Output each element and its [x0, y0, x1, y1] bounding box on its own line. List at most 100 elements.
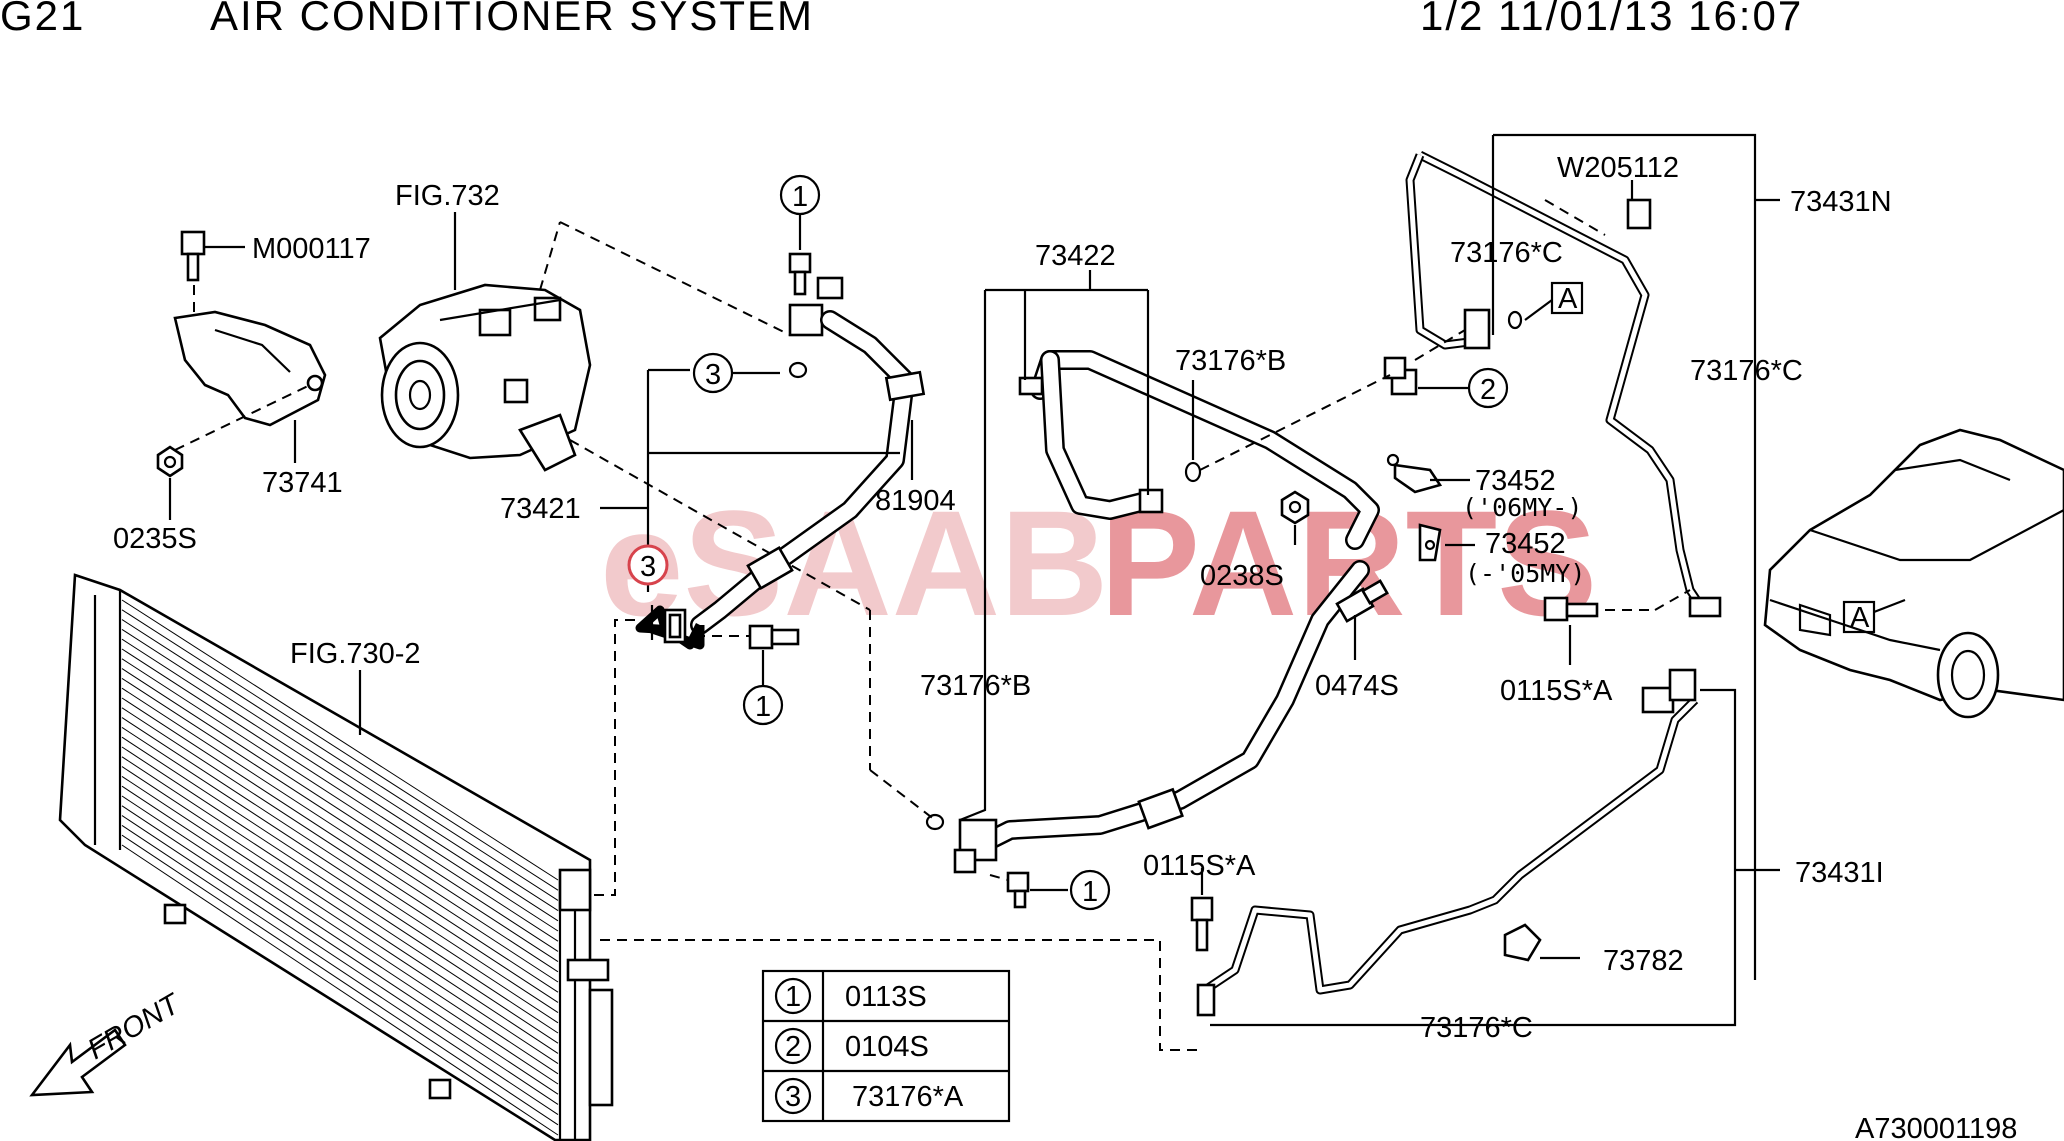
label-73741: 73741	[262, 467, 343, 499]
ref-id: A730001198	[1855, 1113, 2017, 1141]
o-ring-73176b-low	[925, 813, 945, 831]
callout-1-bottom-text: 1	[1082, 876, 1098, 908]
condenser-fig730-2	[58, 573, 614, 1141]
label-0115sa-mid: 0115S*A	[1143, 850, 1256, 882]
condenser-fin	[121, 707, 559, 993]
condenser-fin	[121, 677, 559, 963]
hose-lower	[953, 560, 1370, 874]
o-ring-73176a	[788, 361, 808, 379]
pipe-73421	[635, 605, 705, 650]
label-fig730-2: FIG.730-2	[290, 638, 421, 670]
clip-w205112	[1626, 198, 1652, 230]
label-73421: 73421	[500, 493, 581, 525]
bracket-73741	[173, 310, 327, 427]
header-code: G21	[0, 0, 85, 39]
callout-3-red-text: 3	[640, 551, 656, 583]
bracket-73452-a	[1386, 453, 1443, 494]
label-fig732: FIG.732	[395, 180, 500, 212]
callout-2-text: 2	[1480, 374, 1496, 406]
condenser-fin	[121, 619, 559, 901]
header-title: AIR CONDITIONER SYSTEM	[210, 0, 814, 39]
condenser-fin	[121, 815, 559, 1105]
bolt-0115sa-mid	[1190, 896, 1214, 952]
label-73452-b: 73452	[1485, 528, 1566, 560]
callout-1-bottom	[1069, 869, 1111, 911]
label-73176c-right: 73176*C	[1690, 355, 1803, 387]
front-arrow: FRONT	[29, 987, 187, 1097]
label-73176b-top: 73176*B	[1175, 345, 1286, 377]
legend-part-1: 0113S	[845, 981, 927, 1013]
legend-part-3: 73176*A	[852, 1081, 964, 1113]
condenser-fin	[121, 726, 559, 1014]
label-0235s: 0235S	[113, 523, 197, 555]
legend-num-3: 3	[785, 1081, 801, 1113]
condenser-fin	[121, 736, 559, 1024]
callout-1-top-text: 1	[792, 181, 808, 213]
label-73452-b-note: (-'05MY)	[1465, 559, 1585, 588]
label-81904: 81904	[875, 485, 956, 517]
compressor-fig732	[378, 283, 592, 472]
condenser-fin	[121, 834, 559, 1126]
label-73782: 73782	[1603, 945, 1684, 977]
label-front: FRONT	[83, 987, 187, 1066]
condenser-fin	[121, 805, 559, 1095]
callout-3-red	[627, 544, 669, 586]
label-73176c-top: 73176*C	[1450, 237, 1563, 269]
condenser-fin	[121, 795, 559, 1085]
callout-1-left-text: 1	[755, 691, 771, 723]
label-0474s: 0474S	[1315, 670, 1399, 702]
label-0115sa-right: 0115S*A	[1500, 675, 1613, 707]
condenser-fin	[121, 658, 559, 942]
condenser-fin	[121, 628, 559, 912]
label-73176c-bottom: 73176*C	[1420, 1012, 1533, 1044]
bolt-m000117	[180, 230, 206, 282]
pipe-73431n	[1405, 150, 1722, 618]
condenser-fin	[121, 717, 559, 1003]
condenser-fin	[121, 785, 559, 1075]
car-illustration	[1763, 428, 2064, 719]
condenser-fin	[121, 775, 559, 1065]
o-ring-73176b-top	[1184, 461, 1202, 483]
label-73431n: 73431N	[1790, 186, 1892, 218]
header-page-date: 1/2 11/01/13 16:07	[1420, 0, 1803, 39]
condenser-fin	[121, 687, 559, 973]
label-w205112: W205112	[1557, 152, 1679, 184]
condenser-fin	[121, 599, 559, 881]
box-a-car	[1842, 600, 1876, 634]
callout-2	[1467, 367, 1509, 409]
nut-0238s	[1280, 490, 1310, 525]
bolt-0113s-top	[788, 252, 812, 274]
condenser-fin	[121, 844, 559, 1136]
bolt-0113s-mid	[748, 624, 800, 650]
callout-1-left	[742, 684, 784, 726]
legend-table: 1 2 3 0113S 0104S 73176*A	[761, 969, 1011, 1123]
bolt-0115sa-right	[1543, 596, 1599, 622]
condenser-fin	[121, 824, 559, 1116]
legend-part-2: 0104S	[845, 1031, 929, 1063]
pipe-73431i	[1196, 668, 1699, 1017]
label-73452-a-note: ('06MY-)	[1462, 493, 1582, 522]
label-0238s: 0238S	[1200, 560, 1284, 592]
condenser-fin	[121, 609, 559, 891]
bolt-0104s	[1383, 356, 1418, 396]
condenser-fin	[121, 756, 559, 1044]
label-box-a: A	[1558, 283, 1578, 315]
callout-3-top-text: 3	[705, 359, 721, 391]
label-73452-a: 73452	[1475, 465, 1556, 497]
legend-num-2: 2	[785, 1031, 801, 1063]
o-ring-73176c-top	[1507, 310, 1523, 330]
label-73176b-low: 73176*B	[920, 670, 1031, 702]
callout-1-top	[779, 174, 821, 216]
clip-73782	[1503, 923, 1542, 962]
bolt-0474s	[1335, 579, 1389, 623]
label-m000117: M000117	[252, 233, 371, 265]
label-box-a-car: A	[1850, 602, 1870, 634]
condenser-fin	[121, 697, 559, 983]
box-a	[1550, 281, 1584, 315]
condenser-fin	[121, 638, 559, 922]
condenser-fin	[121, 766, 559, 1054]
label-73431i: 73431I	[1795, 857, 1884, 889]
pipe-73422	[1018, 350, 1380, 550]
condenser-fin	[121, 648, 559, 932]
